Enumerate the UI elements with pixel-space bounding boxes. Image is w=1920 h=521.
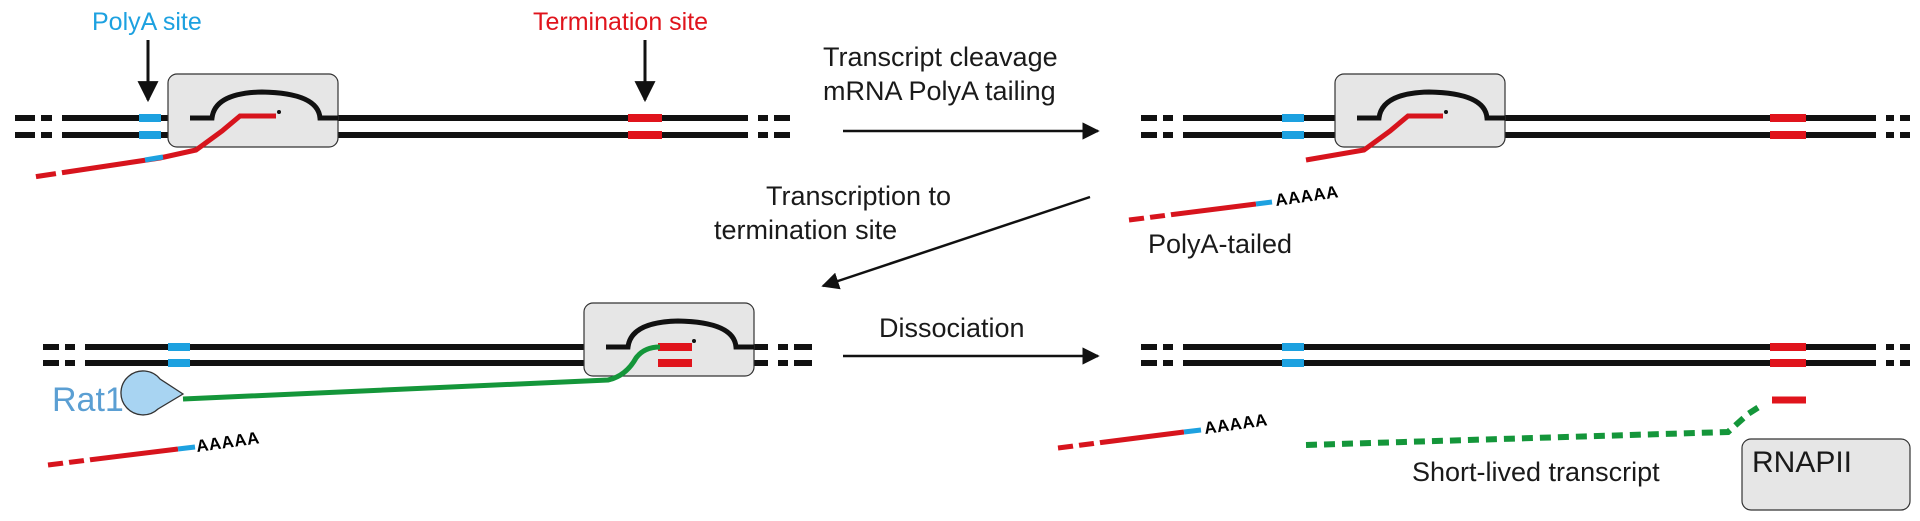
downstream-rna [182, 344, 661, 402]
short-lived-transcript-label: Short-lived transcript [1412, 457, 1660, 487]
cleaved-mrna: AAAAA [47, 428, 261, 468]
rnapii-active-site [692, 339, 696, 343]
step-1-label-line-1: Transcript cleavage [823, 42, 1058, 72]
dna-duplex [15, 115, 790, 138]
rnapii-active-site [1444, 110, 1448, 114]
step-1: Transcript cleavage mRNA PolyA tailing [823, 42, 1100, 140]
rat1-label: Rat1 [52, 381, 124, 419]
step-2: Transcription to termination site [714, 181, 1091, 290]
step-2-label-line-2: termination site [714, 215, 897, 245]
panel-2: AAAAA PolyA-tailed [1128, 73, 1910, 259]
step-2-arrow [821, 195, 1091, 290]
polya-site-marker [1282, 343, 1304, 367]
panel-4: AAAAA Short-lived transcript RNAPII [1057, 343, 1911, 511]
rnapii-complex [1334, 73, 1506, 148]
panel-3: Rat1 AAAAA [43, 302, 812, 468]
step-1-label-line-2: mRNA PolyA tailing [823, 76, 1056, 106]
cleaved-mrna: AAAAA [1057, 410, 1269, 451]
step-3-label: Dissociation [879, 313, 1025, 343]
polya-site-marker [139, 114, 161, 139]
termination-site-marker [1770, 114, 1806, 139]
rna-polya-segment [144, 154, 164, 163]
released-rnapii [1741, 438, 1911, 511]
rnapii-active-site [277, 110, 281, 114]
polya-tailed-label: PolyA-tailed [1148, 229, 1292, 259]
panel-1: PolyA site Termination site [15, 8, 790, 184]
rnapii-complex [583, 302, 755, 377]
polya-tail: AAAAA [1274, 182, 1340, 210]
transcription-bubble [606, 318, 754, 350]
rnapii-label: RNAPII [1752, 446, 1852, 479]
step-3: Dissociation [843, 313, 1100, 365]
polya-site-marker [168, 343, 190, 367]
nascent-rna [1305, 113, 1443, 163]
rat1-exonuclease [120, 370, 185, 416]
termination-site-marker [1770, 343, 1806, 367]
transcription-bubble [1357, 89, 1505, 121]
short-lived-transcript [1305, 402, 1764, 448]
termination-site-marker [658, 343, 692, 367]
transcription-bubble [190, 89, 338, 121]
polya-site-marker [1282, 114, 1304, 139]
rnapii-complex [167, 73, 339, 148]
termination-site-label: Termination site [533, 8, 708, 36]
termination-site-marker [628, 114, 662, 139]
polya-tail: AAAAA [195, 428, 261, 456]
polya-tail: AAAAA [1203, 410, 1269, 438]
cleaved-mrna: AAAAA [1128, 182, 1340, 223]
step-2-label-line-1: Transcription to [766, 181, 951, 211]
polya-site-label: PolyA site [92, 8, 202, 36]
nascent-rna [19, 113, 276, 182]
